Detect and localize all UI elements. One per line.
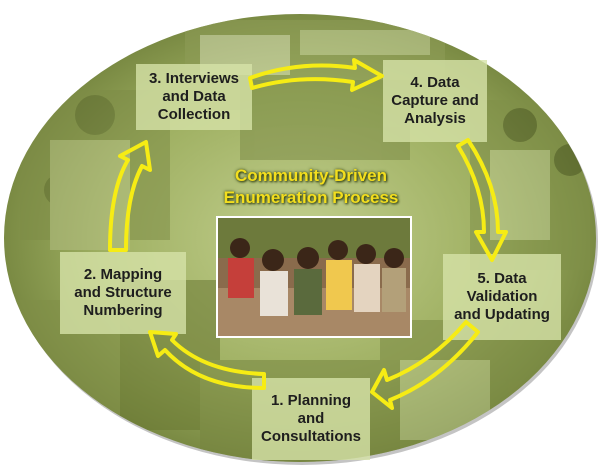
diagram-title: Community-Driven Enumeration Process [223,166,399,207]
step-4-box: 4. Data Capture and Analysis [383,60,487,142]
step-2-label: 2. Mapping and Structure Numbering [74,266,172,319]
step-2-box: 2. Mapping and Structure Numbering [60,252,186,334]
step-4-label: 4. Data Capture and Analysis [391,74,479,127]
step-1-box: 1. Planning and Consultations [252,378,370,460]
children-photo-illustration [218,218,410,336]
step-5-label: 5. Data Validation and Updating [454,270,550,323]
step-3-box: 3. Interviews and Data Collection [136,64,252,130]
children-photo [216,216,412,338]
step-5-box: 5. Data Validation and Updating [443,254,561,340]
step-3-label: 3. Interviews and Data Collection [148,70,240,123]
step-1-label: 1. Planning and Consultations [261,392,361,445]
